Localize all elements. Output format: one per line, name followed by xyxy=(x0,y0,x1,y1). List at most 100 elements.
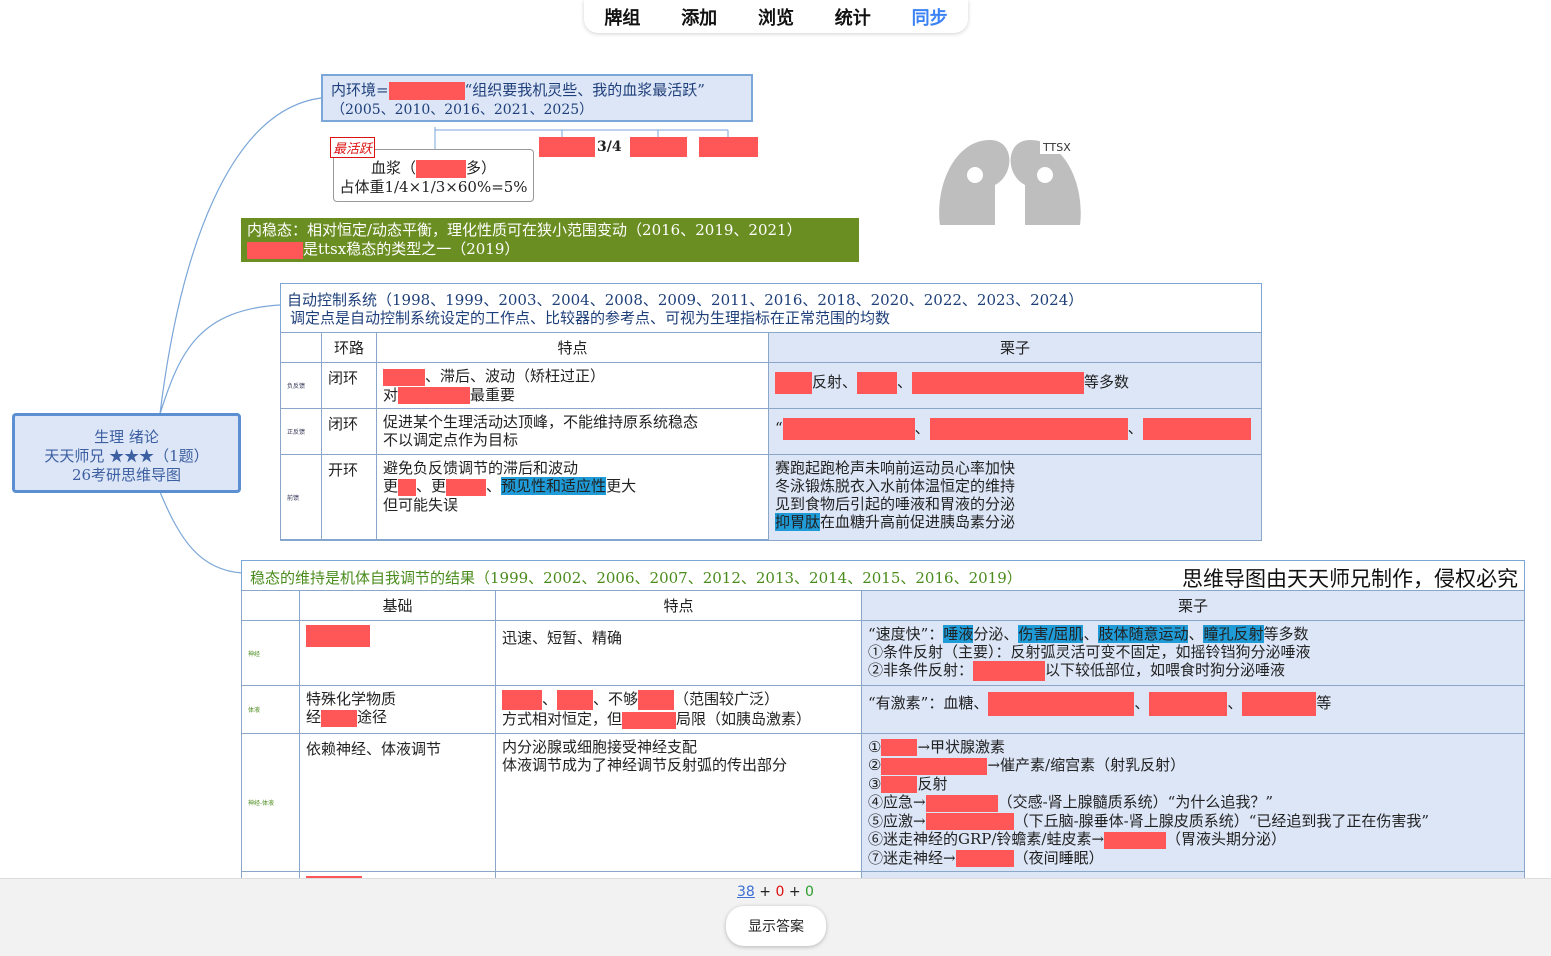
tab-stats[interactable]: 统计 xyxy=(834,7,871,29)
humoral-f1a: 、 xyxy=(542,690,558,708)
nh-e5: （下丘脑-腺垂体-肾上腺皮质系统）“已经追到我了正在伤害我” xyxy=(1013,811,1430,830)
internal-env-node[interactable]: 内环境=“组织要我机灵些、我的血浆最活跃” （2005、2010、2016、20… xyxy=(321,74,753,122)
row-base: 依赖神经、体液调节 xyxy=(299,732,496,872)
count-new[interactable]: 38 xyxy=(737,884,755,900)
header-base: 基础 xyxy=(299,590,496,621)
redacted-block[interactable] xyxy=(539,137,595,157)
redacted-block[interactable] xyxy=(398,387,471,404)
ff-example-hl: 抑胃肽 xyxy=(775,513,821,531)
row-feature: 促进某个生理活动达顶峰，不能维持原系统稳态 不以调定点作为目标 xyxy=(376,408,769,455)
neural-t3: 、 xyxy=(1188,625,1204,643)
nh-e4: （交感-肾上腺髓质系统）“为什么追我？” xyxy=(997,793,1273,811)
redacted-block[interactable] xyxy=(502,690,542,710)
neural-hl: 肢体随意运动 xyxy=(1098,625,1189,643)
table-row: 体液 特殊化学物质 经途径 、、不够（范围较广泛） 方式相对恒定，但局限（如胰岛… xyxy=(241,685,1525,734)
ttsx-logo: TTSX xyxy=(939,140,1081,225)
redacted-block[interactable] xyxy=(929,418,1128,440)
redacted-block[interactable] xyxy=(881,739,918,756)
redacted-block[interactable] xyxy=(857,372,898,394)
redacted-block[interactable] xyxy=(699,137,758,157)
root-node[interactable]: 生理 绪论 天天师兄 ★★★（1题） 26考研思维导图 xyxy=(12,413,241,493)
redacted-block[interactable] xyxy=(306,876,362,878)
ff-larger: 更大 xyxy=(606,477,637,495)
nh-e2: →催产素/缩宫素（射乳反射） xyxy=(987,756,1186,774)
tab-browse[interactable]: 浏览 xyxy=(757,7,794,29)
table-row: 神经 迅速、短暂、精确 “速度快”：唾液分泌、伤害/屈肌、肢体随意运动、瞳孔反射… xyxy=(241,620,1525,686)
nh-e7-prefix: ⑦迷走神经→ xyxy=(868,848,956,867)
neg-example-a: 反射、 xyxy=(812,373,858,391)
redacted-block[interactable] xyxy=(622,711,677,729)
redacted-block[interactable] xyxy=(881,757,988,775)
tab-sync[interactable]: 同步 xyxy=(911,7,948,29)
redacted-block[interactable] xyxy=(881,776,918,793)
humoral-sep: 、 xyxy=(1227,694,1243,712)
redacted-block[interactable] xyxy=(988,692,1135,716)
auto-control-setpoint: 调定点是自动控制系统设定的工作点、比较器的参考点、可视为生理指标在正常范围的均数 xyxy=(290,309,891,327)
root-author: 天天师兄 ★★★（1题） xyxy=(44,447,209,465)
redacted-block[interactable] xyxy=(306,625,370,647)
ff-more: 更 xyxy=(383,477,399,495)
humoral-base: 特殊化学物质 xyxy=(306,690,397,708)
regulation-title: 稳态的维持是机体自我调节的结果（1999、2002、2006、2007、2012… xyxy=(250,569,1022,587)
auto-control-title: 自动控制系统（1998、1999、2003、2004、2008、2009、201… xyxy=(287,291,1084,309)
neural-hl: 伤害/屈肌 xyxy=(1018,625,1084,643)
redacted-block[interactable] xyxy=(973,661,1046,681)
neg-feedback-suffix: 最重要 xyxy=(470,385,516,404)
humoral-ex-suffix: 等 xyxy=(1316,694,1332,712)
neg-feedback-prefix: 对 xyxy=(383,385,399,404)
redacted-block[interactable] xyxy=(630,137,687,157)
row-base xyxy=(299,620,496,686)
row-label: 正反馈 xyxy=(280,408,322,455)
redacted-block[interactable] xyxy=(446,478,487,496)
neuro-humoral-f1: 内分泌腺或细胞接受神经支配 xyxy=(502,737,698,756)
neural-ex-prefix: “速度快”： xyxy=(868,625,944,643)
redacted-block[interactable] xyxy=(775,372,812,394)
show-answer-button[interactable]: 显示答案 xyxy=(726,906,826,946)
redacted-block[interactable] xyxy=(398,478,417,496)
row-label: 负反馈 xyxy=(280,362,322,409)
row-feature: 避免负反馈调节的滞后和波动 更、更、预见性和适应性更大 但可能失误 xyxy=(376,454,769,541)
header-loop: 环路 xyxy=(321,332,377,363)
redacted-block[interactable] xyxy=(1242,692,1317,716)
root-title: 生理 绪论 xyxy=(94,428,159,446)
redacted-block[interactable] xyxy=(955,850,1014,867)
neural-suffix: 等多数 xyxy=(1263,625,1309,643)
ff-sep: 、 xyxy=(486,477,502,495)
redacted-block[interactable] xyxy=(247,241,303,259)
redacted-block[interactable] xyxy=(1104,831,1167,849)
homeostasis-definition: 内稳态：相对恒定/动态平衡，理化性质可在狭小范围变动（2016、2019、202… xyxy=(247,221,802,239)
nh-e1-num: ① xyxy=(868,737,882,756)
nh-e6: （胃液头期分泌） xyxy=(1166,830,1287,848)
nh-e2-num: ② xyxy=(868,756,882,774)
redacted-block[interactable] xyxy=(1142,418,1251,440)
tab-add[interactable]: 添加 xyxy=(681,7,718,29)
ff-example-1: 赛跑起跑枪声未响前运动员心率加快 xyxy=(775,459,1016,477)
nh-e3: 反射 xyxy=(917,774,948,793)
plasma-prefix: 血浆（ xyxy=(370,159,416,177)
redacted-block[interactable] xyxy=(321,709,358,727)
redacted-block[interactable] xyxy=(638,690,675,710)
redacted-block[interactable] xyxy=(912,372,1085,394)
unconditioned-suffix: 以下较低部位，如喂食时狗分泌唾液 xyxy=(1045,661,1286,679)
humoral-f1b: 、不够 xyxy=(593,690,639,708)
redacted-block[interactable] xyxy=(1149,692,1228,716)
plus-sign: + xyxy=(754,884,776,900)
redacted-block[interactable] xyxy=(383,368,425,386)
nh-e1: →甲状腺激素 xyxy=(917,737,1006,756)
pos-example-c: 、 xyxy=(1127,419,1143,437)
redacted-block[interactable] xyxy=(925,813,1014,830)
redacted-block[interactable] xyxy=(557,690,594,710)
redacted-block[interactable] xyxy=(925,794,998,812)
ff-example-2: 冬泳锻炼脱衣入水前体温恒定的维持 xyxy=(775,477,1016,495)
copyright-watermark: 思维导图由天天师兄制作，侵权必究 xyxy=(1182,567,1518,591)
redacted-block[interactable] xyxy=(416,160,466,178)
neural-hl: 唾液 xyxy=(943,625,974,643)
row-example: “速度快”：唾液分泌、伤害/屈肌、肢体随意运动、瞳孔反射等多数 ①条件反射（主要… xyxy=(861,620,1525,686)
count-learn: 0 xyxy=(775,884,785,900)
homeostasis-node[interactable]: 内稳态：相对恒定/动态平衡，理化性质可在狭小范围变动（2016、2019、202… xyxy=(241,218,859,262)
redacted-block[interactable] xyxy=(388,82,465,100)
redacted-block[interactable] xyxy=(782,418,915,440)
tab-decks[interactable]: 牌组 xyxy=(604,7,641,29)
table-row: 前馈 开环 避免负反馈调节的滞后和波动 更、更、预见性和适应性更大 但可能失误 … xyxy=(280,454,1262,541)
row-example: “有激素”：血糖、、、等 xyxy=(861,685,1525,734)
